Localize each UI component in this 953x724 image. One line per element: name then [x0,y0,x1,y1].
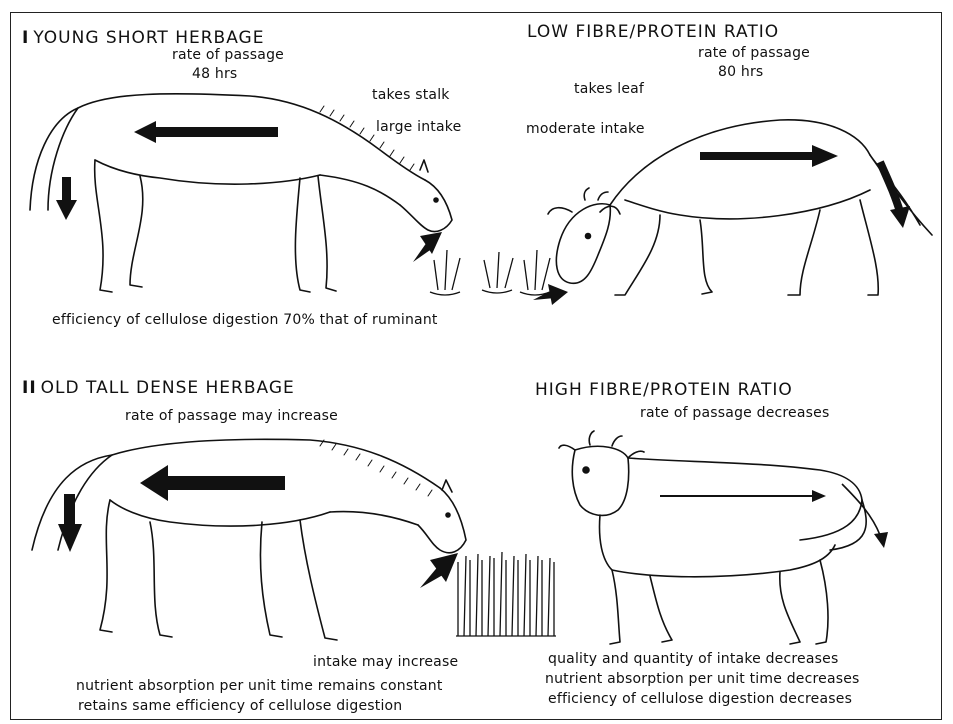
horse-2-efficiency: retains same efficiency of cellulose dig… [78,698,402,714]
horse-1-rate-value: 48 hrs [192,66,237,82]
horse-grazing-tall-herbage [32,439,466,640]
horse-2-rate-passage: rate of passage may increase [125,408,338,424]
cow-1-rate-value: 80 hrs [718,64,763,80]
cow-grazing-short-herbage [548,120,932,295]
cow-2-efficiency: efficiency of cellulose digestion decrea… [548,691,852,707]
tall-dense-grass [456,552,556,636]
cow-standing-tall-herbage [559,431,866,644]
passage-arrow-head [134,121,156,143]
cow-1-rate-label: rate of passage [698,45,810,61]
horse-2-absorption: nutrient absorption per unit time remain… [76,678,443,694]
passage-arrow-body [150,127,278,137]
cow-2-absorption: nutrient absorption per unit time decrea… [545,671,860,687]
cow-2-rate-passage: rate of passage decreases [640,405,829,421]
panel-2-right-heading: HIGH FIBRE/PROTEIN RATIO [535,380,793,400]
horse-1-rate-label: rate of passage [172,47,284,63]
horse-1-cellulose-efficiency: efficiency of cellulose digestion 70% th… [52,312,438,328]
panel-1-roman-numeral: I [22,28,29,48]
horse-1-takes-stalk: takes stalk [372,87,450,103]
panel-2-roman-numeral: II [22,378,37,398]
cow-1-moderate-intake: moderate intake [526,121,645,137]
cow-1-takes-leaf: takes leaf [574,81,644,97]
short-grass-tufts [430,250,550,295]
horse-2-intake: intake may increase [313,654,458,670]
horse-1-large-intake: large intake [376,119,461,135]
cow-2-intake-quality: quality and quantity of intake decreases [548,651,838,667]
panel-1-right-heading: LOW FIBRE/PROTEIN RATIO [527,22,779,42]
